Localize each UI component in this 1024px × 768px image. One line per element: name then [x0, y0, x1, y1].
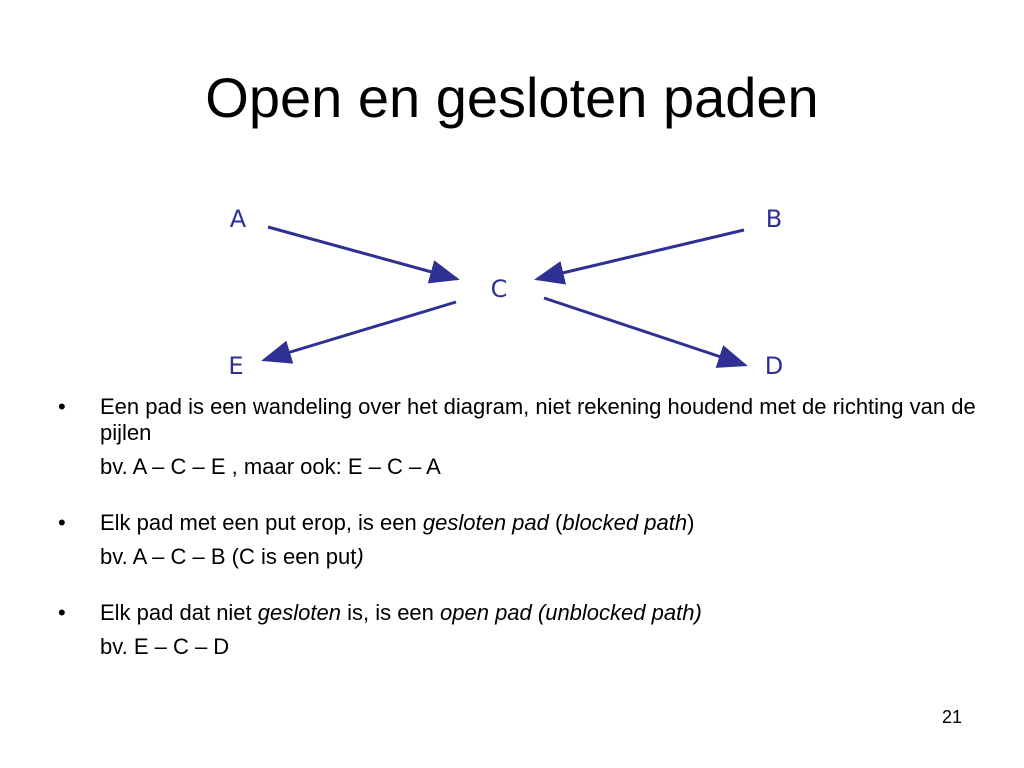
bullet-text: Elk pad dat niet gesloten is, is een ope…	[100, 600, 978, 626]
bullet-text-part: Elk pad met een put erop, is een	[100, 510, 423, 535]
bullet-item-1: • Een pad is een wandeling over het diag…	[58, 394, 978, 480]
term-gesloten-pad: gesloten pad	[422, 510, 549, 535]
edge-b-c	[534, 228, 745, 285]
bullet-example-text: bv. A – C – E , maar ook: E – C – A	[100, 454, 441, 479]
edge-c-d	[543, 296, 748, 368]
bullet-marker: •	[58, 600, 66, 625]
node-d: D	[765, 352, 783, 380]
node-b: B	[766, 205, 782, 233]
page-number: 21	[941, 707, 962, 727]
bullet-text-part: Een pad is een wandeling over het diagra…	[100, 394, 976, 445]
edge-a-c	[267, 225, 460, 284]
bullet-example: bv. A – C – B (C is een put)	[100, 544, 978, 570]
term-blocked-path: blocked path	[562, 510, 688, 535]
term-open-pad: open pad (unblocked path)	[440, 600, 702, 625]
bullet-marker: •	[58, 394, 66, 419]
node-a: A	[230, 205, 247, 233]
bullet-example-text: bv. E – C – D	[100, 634, 230, 659]
bullet-text-part: is, is een	[340, 600, 441, 625]
bullet-example: bv. A – C – E , maar ook: E – C – A	[100, 454, 978, 480]
term-gesloten: gesloten	[257, 600, 341, 625]
bullet-text-part: Elk pad dat niet	[100, 600, 258, 625]
slide-title: Open en gesloten paden	[205, 66, 819, 129]
bullet-text: Een pad is een wandeling over het diagra…	[100, 394, 978, 446]
bullet-text-part: (	[548, 510, 563, 535]
edge-c-e	[261, 300, 457, 364]
bullet-example-italic: )	[356, 544, 364, 569]
nodes-layer: A B C D E	[228, 205, 783, 380]
path-diagram: A B C D E	[228, 205, 783, 380]
node-e: E	[228, 352, 243, 380]
bullet-example: bv. E – C – D	[100, 634, 978, 660]
bullet-example-text: bv. A – C – B (C is een put	[100, 544, 357, 569]
bullet-item-3: • Elk pad dat niet gesloten is, is een o…	[58, 600, 978, 660]
bullet-list: • Een pad is een wandeling over het diag…	[58, 394, 978, 690]
bullet-text: Elk pad met een put erop, is een geslote…	[100, 510, 978, 536]
bullet-text-part: )	[687, 510, 695, 535]
bullet-item-2: • Elk pad met een put erop, is een geslo…	[58, 510, 978, 570]
bullet-marker: •	[58, 510, 66, 535]
edges-layer	[261, 225, 748, 368]
node-c: C	[491, 275, 508, 303]
